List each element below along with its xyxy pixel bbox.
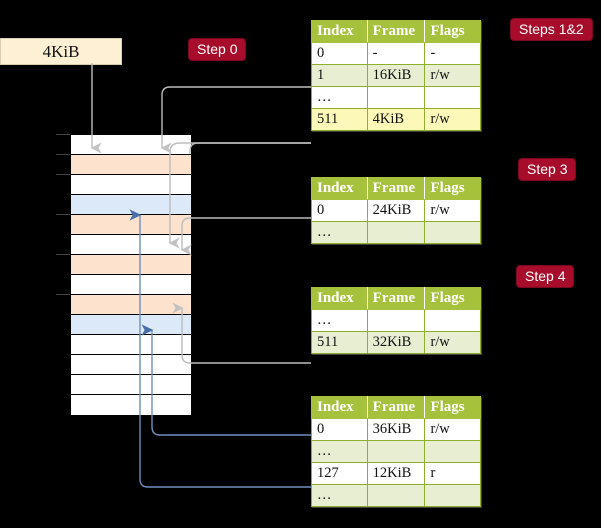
source-frame-label: 4KiB <box>42 41 80 61</box>
table-cell: 12KiB <box>366 462 426 485</box>
column-header-frame: Frame <box>366 20 426 43</box>
column-header-frame: Frame <box>366 396 426 419</box>
table-cell: … <box>311 440 368 463</box>
table-row: … <box>311 440 481 463</box>
memory-frame-row <box>71 335 191 355</box>
table-cell <box>366 309 426 332</box>
table-cell: r/w <box>424 108 481 131</box>
table-cell: r/w <box>424 331 481 354</box>
table-cell <box>424 221 481 244</box>
column-header-index: Index <box>311 20 368 43</box>
memory-frame-row <box>71 395 191 415</box>
table-cell <box>424 440 481 463</box>
table-cell: r/w <box>424 64 481 87</box>
step-badge-step-4: Step 4 <box>517 266 574 287</box>
table-cell <box>424 86 481 109</box>
memory-frame-row <box>71 155 191 175</box>
table-row: 0-- <box>311 42 481 65</box>
table-cell: 0 <box>311 418 368 441</box>
table-cell: 32KiB <box>366 331 426 354</box>
column-header-index: Index <box>311 177 368 200</box>
column-header-frame: Frame <box>366 287 426 310</box>
table-cell: … <box>311 484 368 507</box>
table-cell <box>366 221 426 244</box>
memory-frame-row <box>71 355 191 375</box>
table-cell: 511 <box>311 108 368 131</box>
table-cell: - <box>366 42 426 65</box>
column-header-index: Index <box>311 287 368 310</box>
step-badge-steps-1-2: Steps 1&2 <box>511 19 592 40</box>
table-row: … <box>311 484 481 507</box>
memory-frame-row <box>71 215 191 235</box>
table-cell: r/w <box>424 418 481 441</box>
memory-tick <box>56 174 70 175</box>
memory-tick <box>56 214 70 215</box>
memory-frame-row <box>71 235 191 255</box>
memory-frame-row <box>71 175 191 195</box>
memory-frame-row <box>71 275 191 295</box>
table-cell: … <box>311 221 368 244</box>
table-cell: 0 <box>311 42 368 65</box>
memory-frame-row <box>71 255 191 275</box>
memory-tick <box>56 254 70 255</box>
memory-tick <box>56 134 70 135</box>
column-header-flags: Flags <box>424 396 481 419</box>
table-row: … <box>311 309 481 332</box>
memory-frame-row <box>71 195 191 215</box>
table-cell <box>366 86 426 109</box>
source-frame-box: 4KiB <box>0 38 122 65</box>
memory-tick <box>56 154 70 155</box>
table-row: … <box>311 86 481 109</box>
step-badge-step-0: Step 0 <box>189 39 246 60</box>
memory-frame-row <box>71 315 191 335</box>
table-cell: … <box>311 309 368 332</box>
table-cell: - <box>424 42 481 65</box>
table-cell: 127 <box>311 462 368 485</box>
column-header-flags: Flags <box>424 20 481 43</box>
memory-frame-row <box>71 375 191 395</box>
memory-tick <box>56 294 70 295</box>
memory-frame-row <box>71 295 191 315</box>
table-cell: r <box>424 462 481 485</box>
column-header-frame: Frame <box>366 177 426 200</box>
column-header-index: Index <box>311 396 368 419</box>
table-cell: 511 <box>311 331 368 354</box>
table-cell: 24KiB <box>366 199 426 222</box>
table-cell: r/w <box>424 199 481 222</box>
table-cell <box>424 484 481 507</box>
table-cell: … <box>311 86 368 109</box>
table-cell: 1 <box>311 64 368 87</box>
table-cell <box>366 484 426 507</box>
table-cell: 0 <box>311 199 368 222</box>
table-cell <box>366 440 426 463</box>
table-cell <box>424 309 481 332</box>
memory-frame-row <box>71 135 191 155</box>
column-header-flags: Flags <box>424 287 481 310</box>
table-cell: 36KiB <box>366 418 426 441</box>
table-cell: 16KiB <box>366 64 426 87</box>
table-row: … <box>311 221 481 244</box>
table-cell: 4KiB <box>366 108 426 131</box>
column-header-flags: Flags <box>424 177 481 200</box>
step-badge-step-3: Step 3 <box>519 159 576 180</box>
physical-memory-column <box>70 134 191 415</box>
